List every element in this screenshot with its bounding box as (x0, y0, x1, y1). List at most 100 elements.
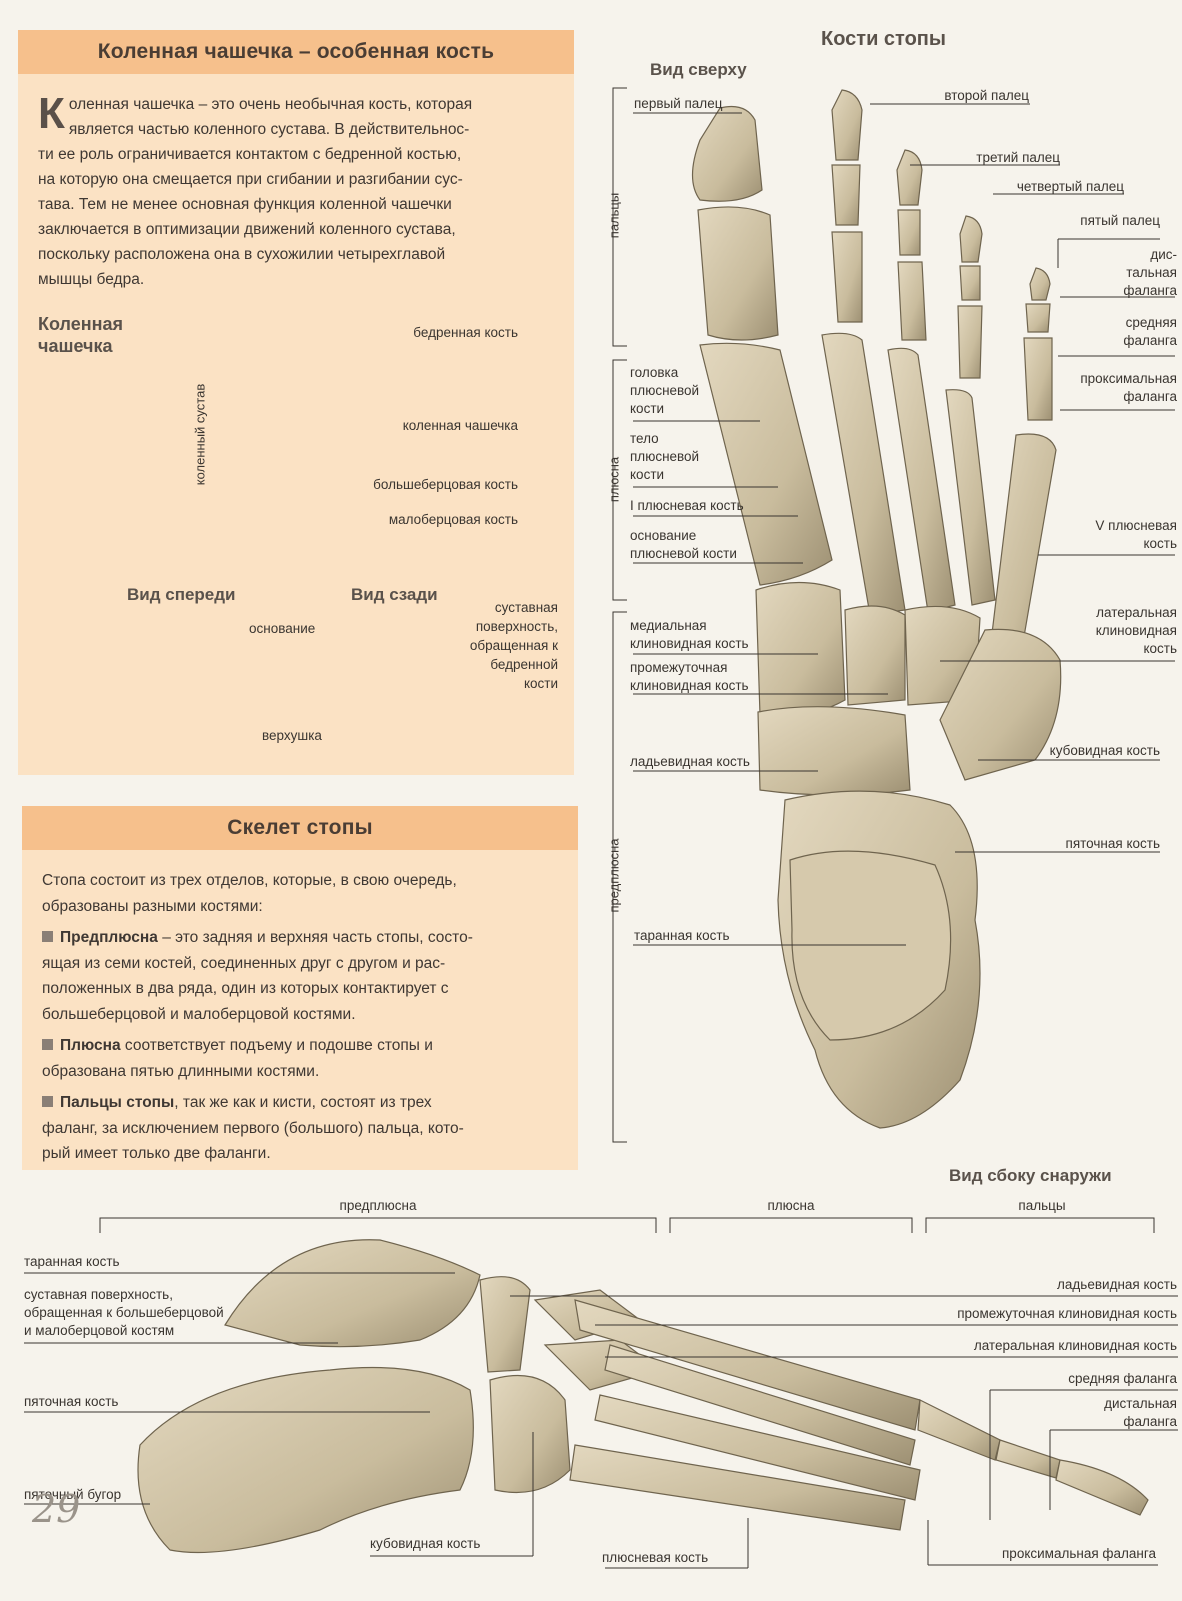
label-proximal-phalanx: проксимальная фаланга (1080, 370, 1177, 406)
side-group-tarsus: предплюсна (339, 1198, 417, 1213)
patella-subheading-line: Коленная (38, 314, 123, 334)
group-toes-label: пальцы (606, 192, 622, 239)
label-second-toe: второй палец (944, 88, 1029, 103)
label-line: фаланга (1123, 1414, 1177, 1429)
metatarsus-paragraph: Плюсна соответствует подъему и подошве с… (42, 1033, 572, 1084)
tarsus-line: – это задняя и верхняя часть стопы, сост… (157, 929, 473, 946)
tarsus-line: положенных в два ряда, один из которых к… (42, 980, 449, 997)
side-label-navicular: ладьевидная кость (1057, 1277, 1177, 1292)
articular-line: бедренной (490, 657, 558, 672)
toes-line: фаланг, за исключением первого (большого… (42, 1119, 464, 1137)
label-first-metatarsal: I плюсневая кость (630, 498, 744, 513)
bullet-icon (42, 1096, 53, 1107)
label-talus: таранная кость (634, 928, 730, 943)
patella-line: тава. Тем не менее основная функция коле… (38, 196, 452, 213)
label-line: дис- (1150, 247, 1177, 262)
bullet-icon (42, 931, 53, 942)
label-lateral-cuneiform: латеральная клиновидная кость (1096, 604, 1177, 658)
patella-line: поскольку расположена она в сухожилии че… (38, 246, 446, 263)
label-line: клиновидная кость (630, 678, 749, 693)
side-label-proximal-phalanx: проксимальная фаланга (1002, 1546, 1156, 1561)
label-line: тело (630, 431, 659, 446)
side-label-lateral-cuneiform: латеральная клиновидная кость (973, 1338, 1177, 1353)
label-tibia: большеберцовая кость (373, 477, 518, 492)
toes-line: рый имеет только две фаланги. (42, 1145, 271, 1162)
label-base: основание (249, 621, 316, 636)
skeleton-intro-line: образованы разными костями: (42, 897, 263, 915)
patella-subheading-line: чашечка (38, 336, 113, 356)
label-line: фаланга (1123, 389, 1177, 404)
patella-panel: Коленная чашечка – особенная кость (18, 30, 574, 775)
front-view-title: Вид спереди (127, 585, 236, 604)
side-label-distal-phalanx: дистальная фаланга (1104, 1395, 1177, 1431)
side-group-metatarsus: плюсна (767, 1198, 815, 1213)
label-articular-surface: суставная поверхность, обращенная к бедр… (470, 598, 558, 693)
tarsus-line: ящая из семи костей, соединенных друг с … (42, 954, 446, 972)
knee-joint-label: коленный сустав (192, 383, 208, 486)
articular-line: кости (523, 676, 558, 691)
side-label-metatarsal: плюсневая кость (602, 1550, 709, 1565)
group-metatarsus-label: плюсна (606, 456, 622, 503)
top-view-leaders (633, 103, 1175, 946)
label-line: головка (630, 365, 679, 380)
label-line: латеральная (1096, 605, 1177, 620)
toes-paragraph: Пальцы стопы, так же как и кисти, состоя… (42, 1090, 572, 1167)
patella-line: оленная чашечка – это очень необычная ко… (68, 96, 473, 113)
label-metatarsal-head: головка плюсневой кости (630, 364, 699, 418)
label-line: фаланга (1123, 333, 1177, 348)
side-group-toes: пальцы (1018, 1198, 1066, 1213)
label-apex: верхушка (262, 728, 322, 743)
label-line: плюсневой (630, 449, 700, 464)
side-view-title: Вид сбоку снаружи (949, 1166, 1112, 1185)
bullet-icon (42, 1039, 53, 1050)
tarsus-line: большеберцовой и малоберцовой костями. (42, 1005, 356, 1023)
patella-dropcap: К (38, 89, 65, 138)
metatarsus-term: Плюсна (60, 1037, 121, 1054)
back-view-title: Вид сзади (351, 585, 438, 604)
side-label-articular-surface: суставная поверхность, обращенная к боль… (24, 1286, 224, 1340)
label-first-toe: первый палец (634, 96, 723, 111)
label-patella: коленная чашечка (402, 418, 518, 433)
label-line: суставная поверхность, (24, 1287, 173, 1302)
side-label-tuber: пяточный бугор (24, 1487, 122, 1502)
label-line: обращенная к большеберцовой (24, 1305, 224, 1320)
patella-line: мышцы бедра. (38, 271, 145, 288)
patella-panel-title: Коленная чашечка – особенная кость (18, 30, 574, 74)
label-fifth-metatarsal: V плюсневая кость (1095, 517, 1177, 553)
label-middle-phalanx: средняя фаланга (1123, 314, 1177, 350)
label-line: V плюсневая (1095, 518, 1177, 533)
top-view-brackets (612, 87, 627, 1143)
label-line: проксимальная (1080, 371, 1177, 386)
skeleton-panel: Скелет стопы (22, 806, 578, 1170)
metatarsus-line: соответствует подъему и подошве стопы и (120, 1037, 433, 1054)
patella-intro-text: К оленная чашечка – это очень необычная … (38, 92, 568, 292)
label-fifth-toe: пятый палец (1080, 213, 1160, 228)
label-femur: бедренная кость (413, 325, 518, 340)
label-line: кость (1143, 536, 1177, 551)
tarsus-term: Предплюсна (60, 929, 158, 946)
patella-line: заключается в оптимизации движений колен… (38, 221, 456, 238)
foot-side-drawing (137, 1239, 1149, 1554)
patella-line: является частью коленного сустава. В дей… (68, 121, 470, 138)
label-metatarsal-body: тело плюсневой кости (630, 430, 699, 484)
articular-line: поверхность, (475, 619, 558, 634)
skeleton-intro-line: Стопа состоит из трех отделов, которые, … (42, 872, 457, 889)
label-line: кости (630, 401, 665, 416)
label-line: плюсневой кости (630, 546, 737, 561)
page-number: 29 (32, 1487, 81, 1531)
label-calcaneus: пяточная кость (1065, 836, 1160, 851)
side-label-calcaneus: пяточная кость (24, 1394, 119, 1409)
label-navicular: ладьевидная кость (630, 754, 750, 769)
label-line: фаланга (1123, 283, 1177, 298)
label-line: промежуточная (630, 660, 728, 675)
group-tarsus-label: предплюсна (606, 838, 622, 913)
label-line: и малоберцовой костям (24, 1323, 175, 1338)
side-label-intermediate-cuneiform: промежуточная клиновидная кость (957, 1306, 1177, 1321)
label-line: дистальная (1104, 1396, 1177, 1411)
tarsus-paragraph: Предплюсна – это задняя и верхняя часть … (42, 925, 572, 1027)
side-view-leaders (24, 1272, 1178, 1569)
toes-term: Пальцы стопы (60, 1094, 175, 1111)
skeleton-panel-title: Скелет стопы (22, 806, 578, 850)
articular-line: суставная (494, 600, 558, 615)
